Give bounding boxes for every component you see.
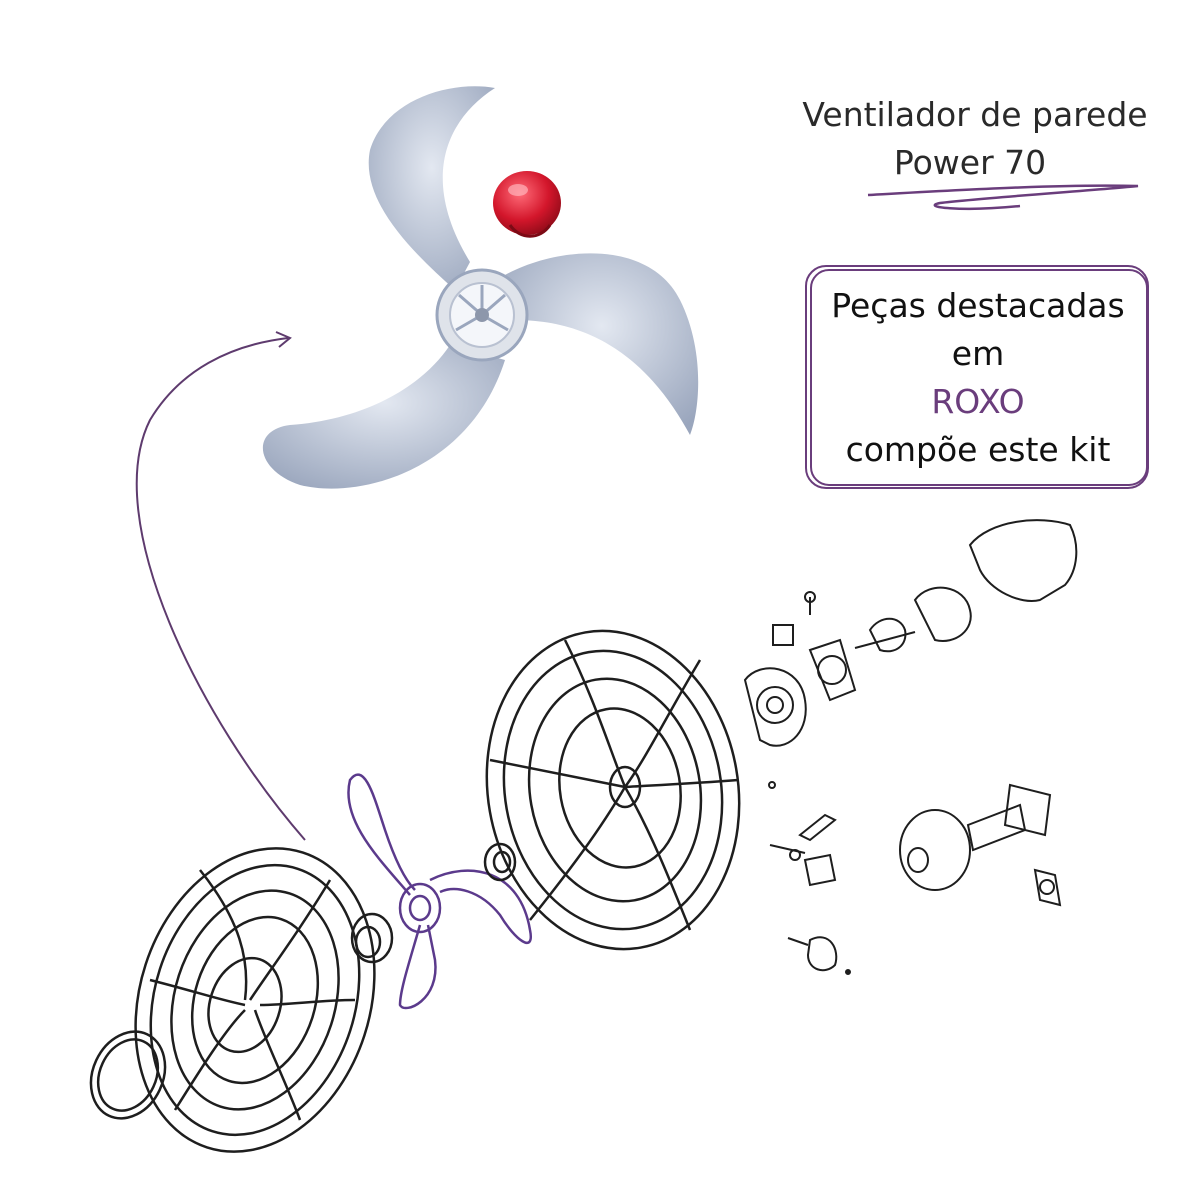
heading-underline (867, 184, 1139, 211)
spinner-outline-icon (350, 912, 394, 964)
spinner-cap-icon (493, 171, 561, 238)
callout-accent-word: ROXO (931, 382, 1025, 421)
rear-grille-icon (485, 629, 741, 951)
blade-outline-icon (347, 773, 533, 1010)
fan-blade-icon (262, 86, 699, 489)
callout-line-2: em (951, 334, 1005, 373)
callout-line-1: Peças destacadas (831, 286, 1125, 325)
heading-line-1: Ventilador de parede (802, 95, 1148, 134)
motor-housing-icon (743, 519, 1078, 975)
front-grille-icon (134, 847, 376, 1153)
kit-callout: Peças destacadas em ROXO compõe este kit (808, 268, 1148, 488)
pointer-arrow (135, 331, 306, 841)
grille-ring-icon (89, 1030, 167, 1120)
heading-line-2: Power 70 (893, 143, 1047, 182)
callout-line-4: compõe este kit (845, 430, 1111, 469)
callout-frame (805, 265, 1149, 489)
wall-mount-icon (899, 783, 1062, 907)
